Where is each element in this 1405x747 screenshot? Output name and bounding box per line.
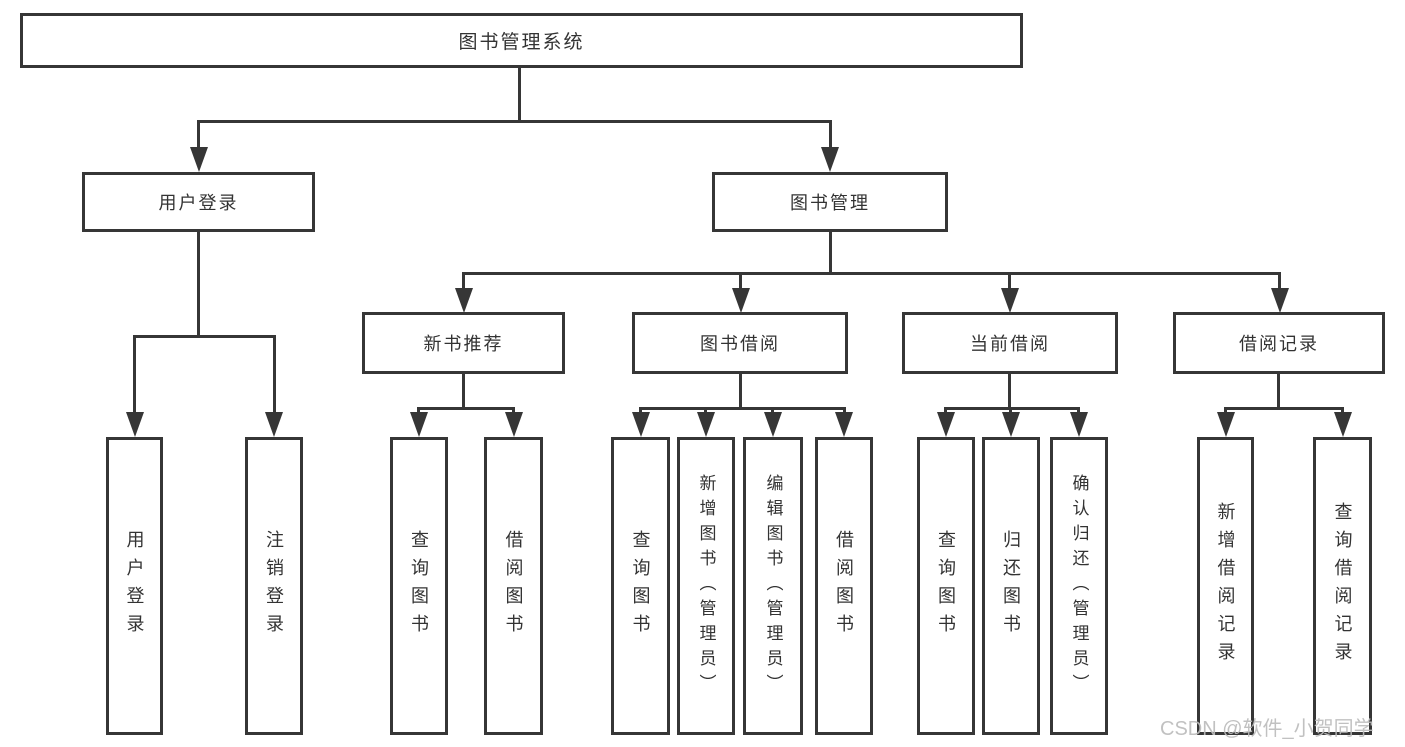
connector-line xyxy=(639,407,642,416)
arrowhead-down-icon xyxy=(505,412,523,437)
connector-line xyxy=(739,374,742,409)
leaf-label: 借阅图书 xyxy=(834,530,854,642)
leaf-query-books-current: 查询图书 xyxy=(917,437,975,735)
arrowhead-down-icon xyxy=(732,288,750,313)
arrowhead-down-icon xyxy=(1334,412,1352,437)
connector-line xyxy=(829,120,832,152)
connector-line xyxy=(944,407,1080,410)
leaf-logout: 注销登录 xyxy=(245,437,303,735)
leaf-label: 新增图书（管理员） xyxy=(696,473,716,699)
leaf-edit-books-admin: 编辑图书（管理员） xyxy=(743,437,803,735)
arrowhead-down-icon xyxy=(764,412,782,437)
connector-line xyxy=(1009,407,1012,416)
leaf-user-login: 用户登录 xyxy=(106,437,163,735)
node-user-login-branch: 用户登录 xyxy=(82,172,315,232)
arrowhead-down-icon xyxy=(126,412,144,437)
leaf-label: 用户登录 xyxy=(124,530,145,642)
connector-line xyxy=(1224,407,1344,410)
connector-line xyxy=(1277,374,1280,409)
arrowhead-down-icon xyxy=(410,412,428,437)
arrowhead-down-icon xyxy=(455,288,473,313)
leaf-label: 查询图书 xyxy=(630,530,651,642)
node-book-management: 图书管理 xyxy=(712,172,948,232)
connector-line xyxy=(1077,407,1080,416)
connector-line xyxy=(462,272,1281,275)
node-book-borrowing: 图书借阅 xyxy=(632,312,848,374)
arrowhead-down-icon xyxy=(937,412,955,437)
leaf-borrow-books-recommend: 借阅图书 xyxy=(484,437,543,735)
connector-line xyxy=(417,407,515,410)
leaf-label: 注销登录 xyxy=(264,530,284,642)
csdn-watermark: CSDN @软件_小贺同学 xyxy=(1160,718,1374,740)
arrowhead-down-icon xyxy=(1271,288,1289,313)
connector-line xyxy=(1278,272,1281,294)
leaf-label: 新增借阅记录 xyxy=(1215,502,1236,670)
connector-line xyxy=(462,374,465,409)
node-current-borrowing: 当前借阅 xyxy=(902,312,1118,374)
leaf-label: 查询图书 xyxy=(936,530,956,642)
leaf-confirm-return-admin: 确认归还（管理员） xyxy=(1050,437,1108,735)
arrowhead-down-icon xyxy=(1002,412,1020,437)
leaf-query-books-borrowing: 查询图书 xyxy=(611,437,670,735)
node-borrowing-records: 借阅记录 xyxy=(1173,312,1385,374)
connector-line xyxy=(1008,272,1011,294)
leaf-label: 归还图书 xyxy=(1001,530,1021,642)
leaf-label: 确认归还（管理员） xyxy=(1069,473,1089,699)
connector-line xyxy=(1341,407,1344,416)
connector-line xyxy=(1224,407,1227,416)
connector-line xyxy=(829,232,832,275)
arrowhead-down-icon xyxy=(1070,412,1088,437)
connector-line xyxy=(133,335,136,415)
arrowhead-down-icon xyxy=(265,412,283,437)
leaf-label: 编辑图书（管理员） xyxy=(763,473,783,699)
connector-line xyxy=(133,335,276,338)
connector-line xyxy=(739,272,742,294)
connector-line xyxy=(273,335,276,415)
connector-line xyxy=(944,407,947,416)
connector-line xyxy=(1008,374,1011,409)
connector-line xyxy=(518,68,521,123)
arrowhead-down-icon xyxy=(1001,288,1019,313)
arrowhead-down-icon xyxy=(835,412,853,437)
leaf-query-borrow-record: 查询借阅记录 xyxy=(1313,437,1372,735)
connector-line xyxy=(704,407,707,416)
leaf-query-books-recommend: 查询图书 xyxy=(390,437,448,735)
arrowhead-down-icon xyxy=(190,147,208,172)
leaf-return-books: 归还图书 xyxy=(982,437,1040,735)
arrowhead-down-icon xyxy=(697,412,715,437)
connector-line xyxy=(197,120,832,123)
connector-line xyxy=(197,232,200,337)
node-new-book-recommendation: 新书推荐 xyxy=(362,312,565,374)
connector-line xyxy=(197,120,200,152)
connector-line xyxy=(512,407,515,416)
connector-line xyxy=(771,407,774,416)
leaf-add-books-admin: 新增图书（管理员） xyxy=(677,437,735,735)
leaf-borrow-books: 借阅图书 xyxy=(815,437,873,735)
connector-line xyxy=(417,407,420,416)
connector-line xyxy=(843,407,846,416)
node-library-management-system: 图书管理系统 xyxy=(20,13,1023,68)
arrowhead-down-icon xyxy=(632,412,650,437)
arrowhead-down-icon xyxy=(821,147,839,172)
leaf-label: 查询借阅记录 xyxy=(1332,502,1353,670)
connector-line xyxy=(639,407,846,410)
connector-line xyxy=(462,272,465,294)
leaf-label: 查询图书 xyxy=(409,530,429,642)
arrowhead-down-icon xyxy=(1217,412,1235,437)
leaf-label: 借阅图书 xyxy=(503,530,524,642)
leaf-add-borrow-record: 新增借阅记录 xyxy=(1197,437,1254,735)
